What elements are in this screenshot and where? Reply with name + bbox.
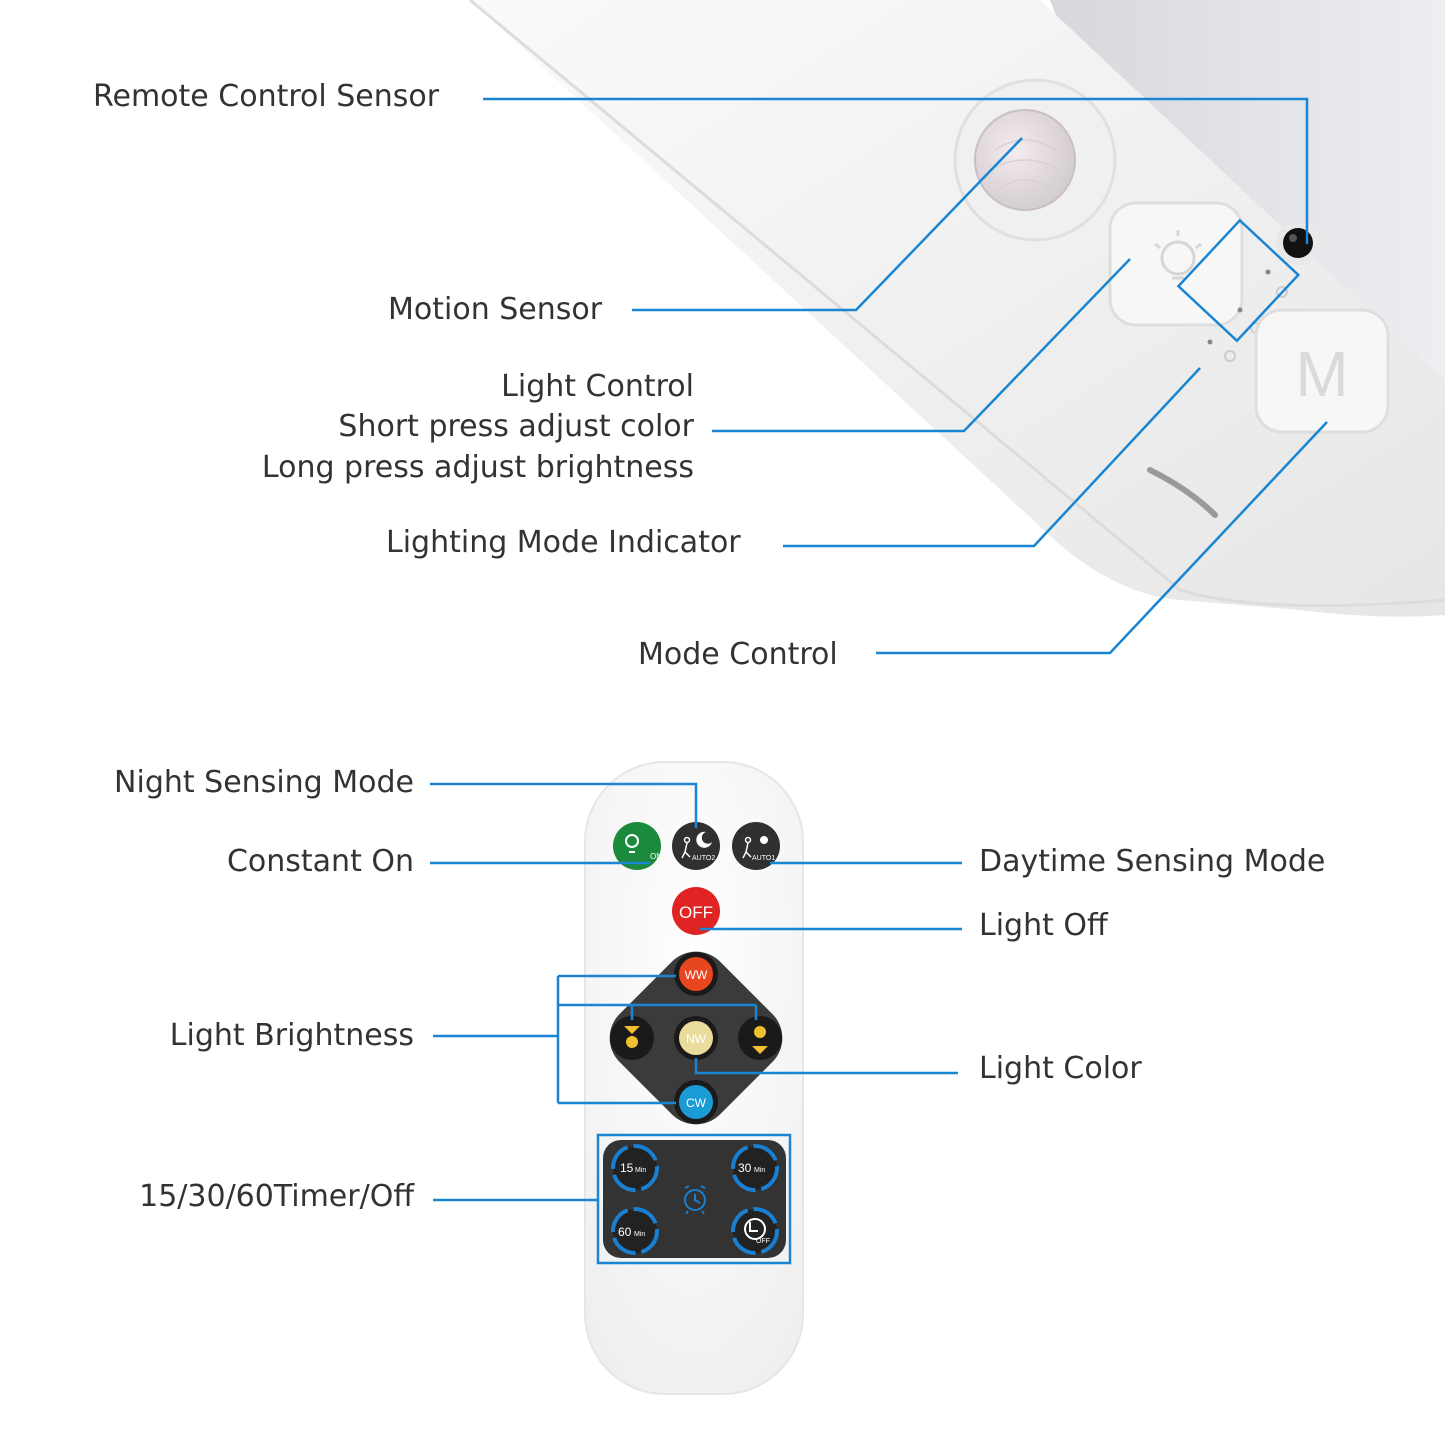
color-brightness-pad: WW NW [609,951,783,1125]
night-sensing-label: Night Sensing Mode [114,765,414,800]
auto1-label: AUTO1 [752,855,775,862]
light-control-short-label: Short press adjust color [338,409,694,444]
brightness-down-button[interactable] [610,1016,654,1060]
remote-leader-lines [430,782,962,1265]
timer-30-button[interactable]: 30 Min [731,1144,779,1192]
lighting-mode-indicator-label: Lighting Mode Indicator [386,525,741,560]
mode-button-glyph: M [1295,338,1348,410]
nw-button[interactable]: NW [674,1016,718,1060]
t30-label: 30 [738,1161,752,1175]
person-icon [742,836,752,859]
timer-off-button[interactable]: OFF [731,1207,779,1255]
light-brightness-label: Light Brightness [169,1018,414,1053]
cw-label: CW [686,1096,707,1110]
auto2-label: AUTO2 [692,855,715,862]
leader-mode-indicator [783,367,1201,548]
constant-on-button[interactable]: ON [613,822,662,870]
light-control-long-label: Long press adjust brightness [261,450,694,485]
t30-min-label: Min [754,1167,765,1174]
device-leader-lines [483,97,1328,655]
timer-15-button[interactable]: 15 Min [611,1144,659,1192]
remote-control: ON AUTO2 AUTO1 [584,761,804,1395]
timer-highlight-box [596,1133,792,1265]
mode-control-button[interactable]: M [1254,308,1390,434]
t60-min-label: Min [634,1231,645,1238]
bulb-icon [1154,230,1202,280]
timer-label: 15/30/60Timer/Off [139,1179,414,1214]
leader-remote-sensor [483,97,1309,244]
lighting-mode-indicator-dots [1207,269,1288,362]
leader-light-color [694,1058,958,1075]
motion-sensor-label: Motion Sensor [388,292,603,327]
ww-label: WW [685,968,708,982]
brightness-down-icon [624,1026,640,1048]
timer-pad: 15 Min 30 Min 60 Min [603,1140,786,1258]
brightness-up-icon [752,1026,768,1054]
t15-label: 15 [620,1161,634,1175]
timer-off-label: OFF [756,1238,770,1245]
moon-icon [696,831,712,848]
timer-60-button[interactable]: 60 Min [611,1207,659,1255]
t60-label: 60 [618,1225,632,1239]
nw-label: NW [686,1032,707,1046]
clock-icon [744,1218,766,1240]
light-off-label: Light Off [979,908,1108,943]
daytime-sensing-button[interactable]: AUTO1 [732,822,780,870]
alarm-clock-icon [684,1185,706,1215]
ww-button[interactable]: WW [674,952,718,996]
remote-control-sensor-label: Remote Control Sensor [93,79,440,114]
light-control-button[interactable] [1108,201,1244,327]
constant-on-label: Constant On [226,844,414,879]
night-sensing-button[interactable]: AUTO2 [672,822,720,870]
sun-icon [760,836,768,844]
off-label: OFF [679,903,713,922]
light-color-label: Light Color [979,1051,1142,1086]
leader-light-brightness [433,974,758,1105]
leader-night-sensing [430,782,698,828]
person-icon [681,836,691,859]
cw-button[interactable]: CW [674,1080,718,1124]
light-control-title-label: Light Control [501,369,694,404]
leader-mode-control [876,421,1328,655]
daytime-sensing-label: Daytime Sensing Mode [979,844,1326,879]
brightness-up-button[interactable] [738,1016,782,1060]
mode-control-label: Mode Control [638,637,838,672]
bulb-icon [625,834,639,853]
leader-motion-sensor [632,137,1023,312]
t15-min-label: Min [635,1167,646,1174]
wall-light-device: M [469,0,1445,617]
motion-sensor-dome [953,78,1117,242]
on-label: ON [650,852,662,861]
remote-control-sensor-dot [1276,221,1320,265]
light-off-button[interactable]: OFF [672,887,720,935]
indicator-highlight-box [1176,218,1301,343]
leader-light-control [712,258,1131,433]
